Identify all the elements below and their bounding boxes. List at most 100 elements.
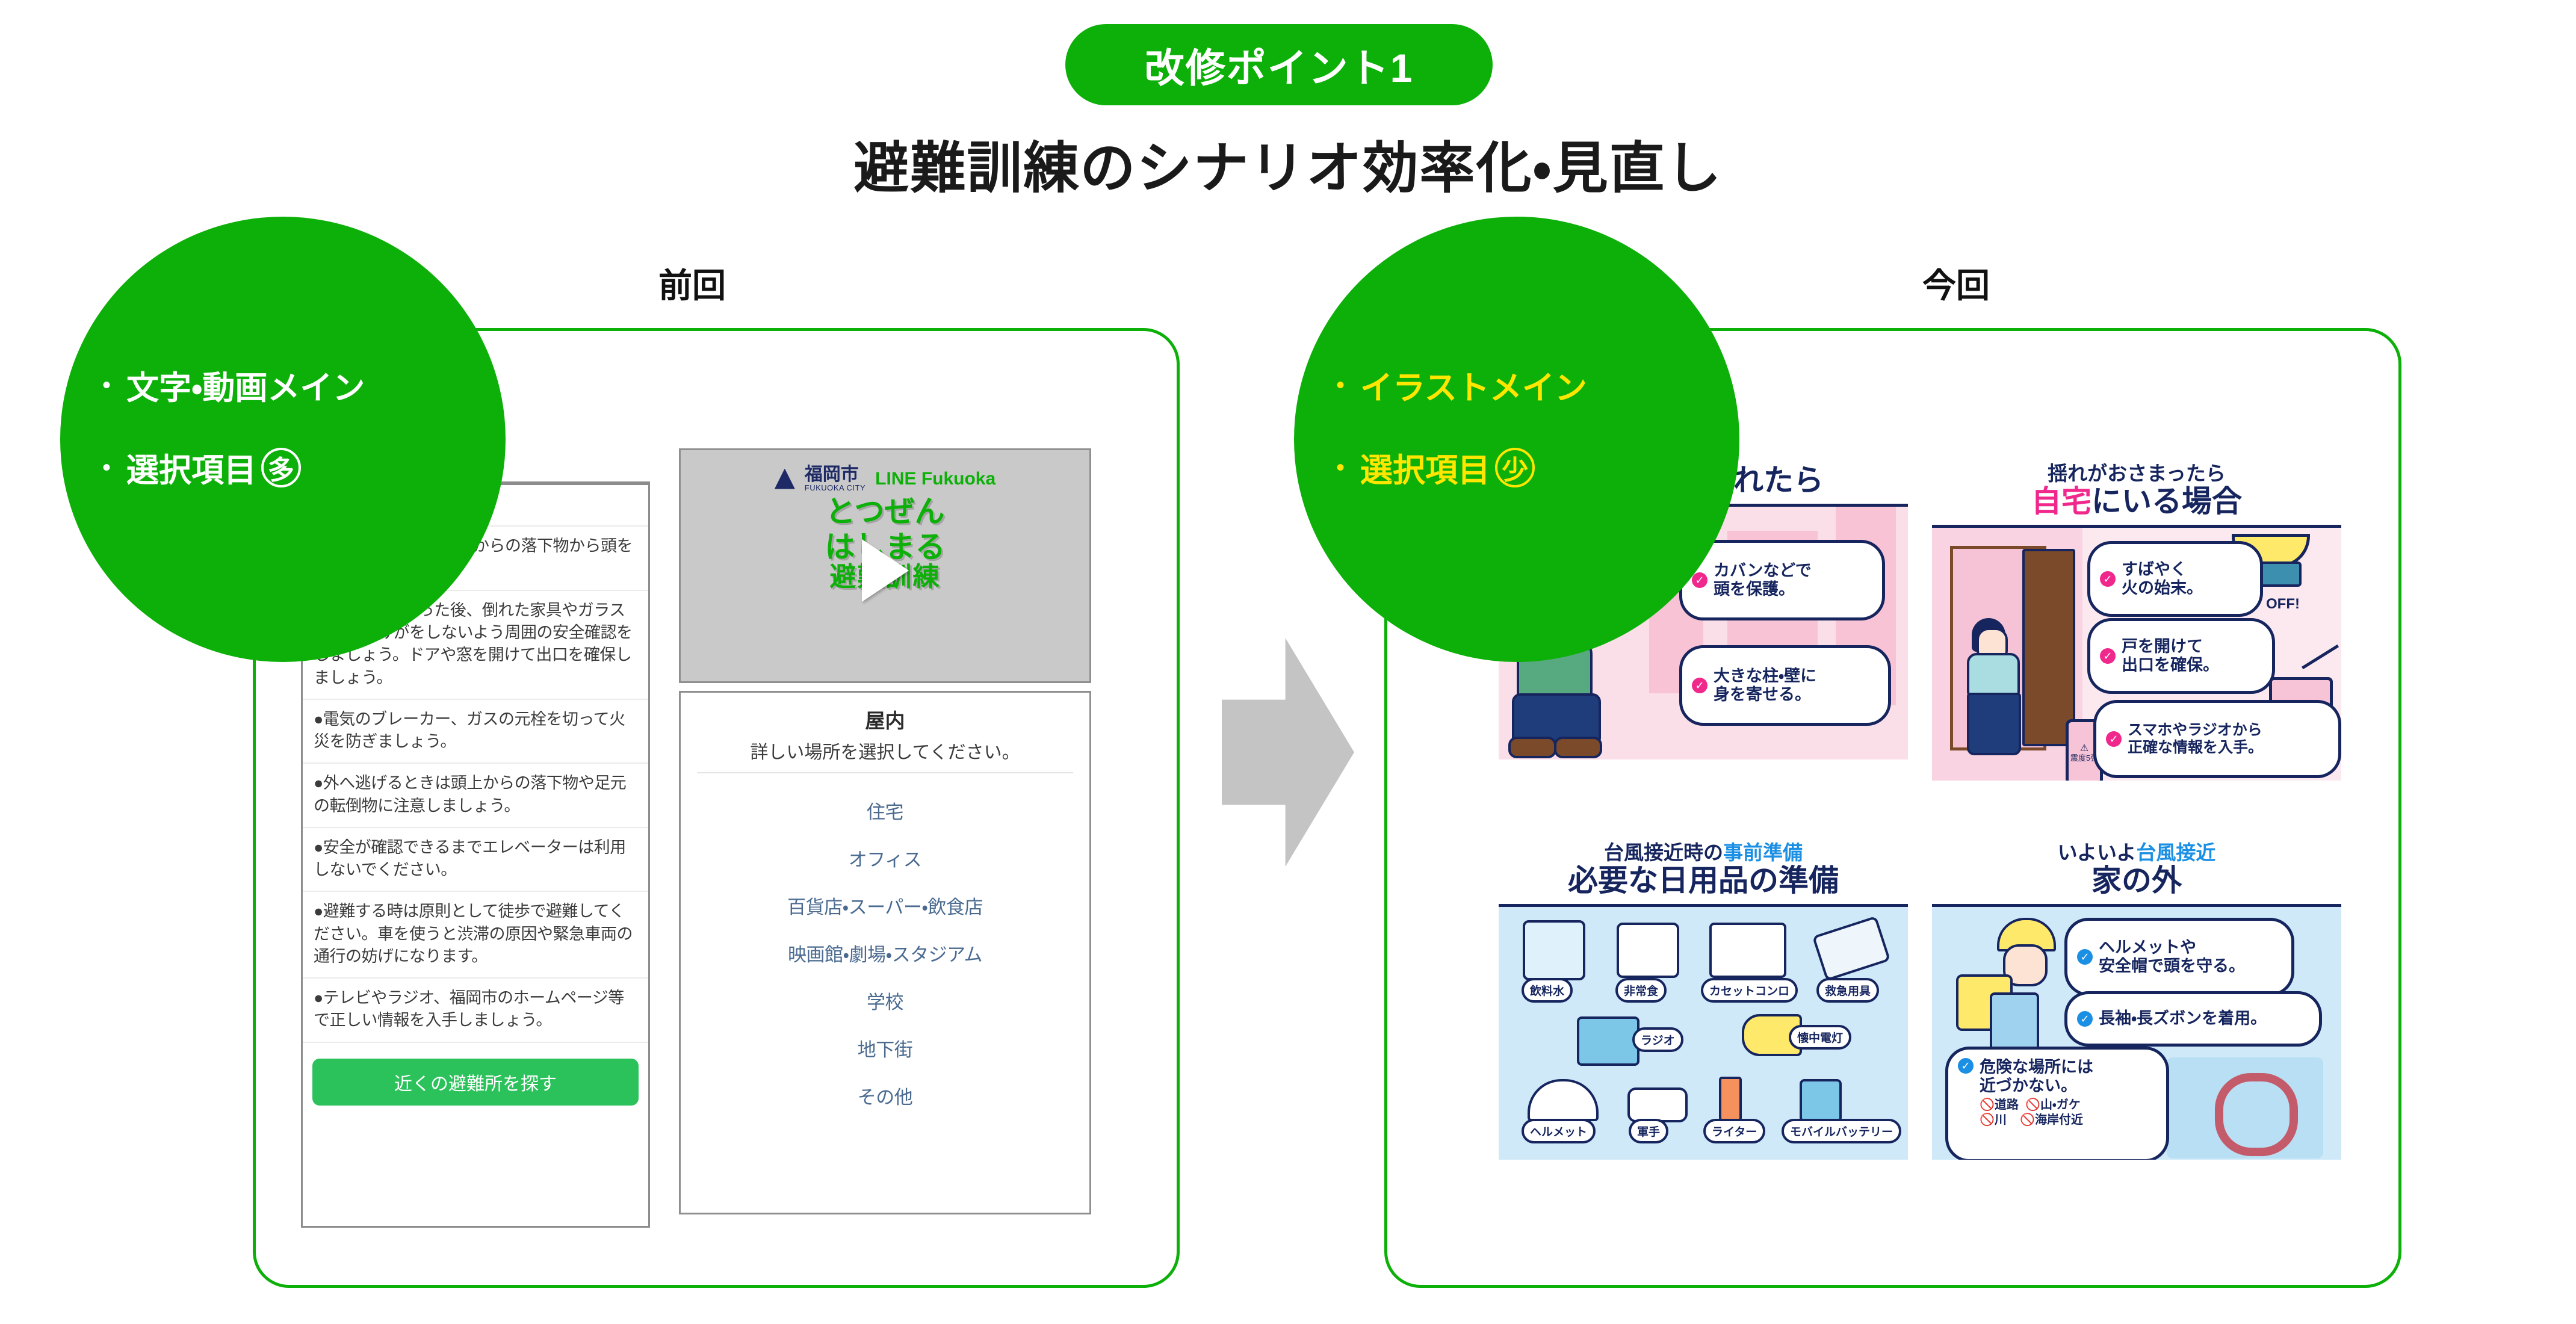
- card4-header-big: 家の外: [2091, 863, 2182, 897]
- prohibition-icon: 🚫: [1980, 1098, 1995, 1112]
- option-item[interactable]: 住宅: [867, 802, 904, 823]
- first-aid-icon: [1812, 915, 1891, 982]
- card-home-after-shaking: 揺れがおさまったら 自宅にいる場合 OFF! ⚠ 震度5強: [1932, 463, 2341, 812]
- text-row: ●電気のブレーカー、ガスの元栓を切って火災を防ぎましょう。: [303, 700, 648, 764]
- card-typhoon-supplies: 台風接近時の事前準備 必要な日用品の準備 飲料水 非常食 カセットコンロ 救急用…: [1499, 841, 1908, 1192]
- card2-header-rest: にいる場合: [2091, 484, 2242, 518]
- play-icon[interactable]: [861, 539, 909, 602]
- radio-antenna: [2301, 644, 2339, 670]
- city-name: 福岡市: [804, 465, 859, 484]
- card4-bubble-1: ✓ ヘルメットや 安全帽で頭を守る。: [2064, 917, 2294, 996]
- card4-bubble-1-text: ヘルメットや 安全帽で頭を守る。: [2099, 938, 2245, 975]
- card2-bubble-1: ✓ すばやく 火の始末。: [2087, 540, 2263, 617]
- person-shoe: [1508, 737, 1556, 758]
- text-row: ●安全が確認できるまでエレベーターは利用しないでください。: [303, 828, 648, 892]
- stove-off-label: OFF!: [2266, 595, 2300, 612]
- option-item[interactable]: 映画館・劇場・スタジアム: [788, 944, 982, 965]
- location-options-card: 屋内 詳しい場所を選択してください。 住宅 オフィス 百貨店・スーパー・飲食店 …: [679, 691, 1091, 1214]
- current-bullet-2: 選択項目少: [1360, 444, 1535, 491]
- supply-label: 非常食: [1615, 977, 1667, 1003]
- check-icon: ✓: [2100, 571, 2116, 587]
- badge-label: 改修ポイント1: [1144, 45, 1414, 90]
- check-icon: ✓: [2077, 1010, 2093, 1027]
- check-icon: ✓: [2106, 731, 2122, 747]
- danger-place: 海岸付近: [2035, 1113, 2084, 1127]
- previous-bullet-2: 選択項目多: [126, 444, 302, 491]
- supply-label: 懐中電灯: [1789, 1024, 1852, 1050]
- work-gloves-icon: [1627, 1087, 1688, 1122]
- card4-bubble-3-text: 危険な場所には 近づかない。: [1980, 1057, 2093, 1095]
- card2-illustration: OFF! ⚠ 震度5強 ✓ すばやく 火の始末。 ✓ 戸を開けて 出口を確保。 …: [1932, 524, 2341, 781]
- card4-illustration: ✓ ヘルメットや 安全帽で頭を守る。 ✓ 長袖・長ズボンを着用。 ✓ 危険な場所…: [1932, 903, 2341, 1160]
- page-title: 避難訓練のシナリオ効率化・見直し: [853, 138, 1723, 199]
- card4-header-small-accent: 台風接近: [2136, 841, 2216, 864]
- check-icon: ✓: [1958, 1057, 1974, 1074]
- quantity-marker: 少: [1495, 447, 1535, 487]
- card4-header-small-plain: いよいよ: [2057, 841, 2137, 864]
- card1-bubble-1-text: カバンなどで 頭を保護。: [1714, 561, 1812, 598]
- option-item[interactable]: オフィス: [848, 849, 922, 870]
- danger-places: 🚫道路 🚫山・ガケ 🚫川 🚫海岸付近: [1980, 1098, 2083, 1128]
- card2-bubble-1-text: すばやく 火の始末。: [2122, 560, 2203, 597]
- check-icon: ✓: [1692, 572, 1708, 588]
- prohibition-icon: [2215, 1072, 2298, 1156]
- supply-label: ヘルメット: [1522, 1118, 1596, 1143]
- current-callout-text: • イラストメイン • 選択項目少: [1336, 361, 1721, 491]
- video-branding: 福岡市 FUKUOKA CITY LINE Fukuoka: [774, 465, 996, 492]
- supply-label: ラジオ: [1632, 1027, 1683, 1052]
- danger-place: 山・ガケ: [2040, 1098, 2081, 1112]
- text-row: ●揺れがおさまった後、倒れた家具やガラスの破片でけがをしないよう周囲の安全確認を…: [303, 591, 648, 700]
- card2-bubble-2-text: 戸を開けて 出口を確保。: [2122, 637, 2219, 674]
- card1-bubble-2: ✓ 大きな柱・壁に 身を寄せる。: [1679, 645, 1891, 726]
- drill-video-thumbnail[interactable]: 福岡市 FUKUOKA CITY LINE Fukuoka とつぜん はしまる …: [679, 448, 1091, 683]
- card2-header: 自宅にいる場合: [1932, 484, 2341, 518]
- line-fukuoka-label: LINE Fukuoka: [875, 468, 996, 489]
- quake-intensity-label: 震度5強: [2070, 753, 2099, 763]
- card4-bubble-3: ✓ 危険な場所には 近づかない。 🚫道路 🚫山・ガケ 🚫川 🚫海岸付近: [1945, 1046, 2169, 1160]
- options-lead: 詳しい場所を選択してください。: [750, 743, 1020, 763]
- card2-header-small: 揺れがおさまったら: [2048, 462, 2226, 484]
- card1-illustration: ✓ カバンなどで 頭を保護。 ✓ 大きな柱・壁に 身を寄せる。: [1499, 504, 1908, 759]
- supply-label: 飲料水: [1522, 977, 1573, 1003]
- person-skirt: [1967, 692, 2021, 755]
- helmet-icon: [1528, 1078, 1599, 1121]
- current-caption: 今回: [1922, 267, 1990, 305]
- text-row: …倒れやすい家具、棚からの落下物から頭を守りましょ: [303, 527, 648, 591]
- previous-bullet-1: 文字・動画メイン: [126, 370, 365, 406]
- text-row: ●避難する時は原則として徒歩で避難してください。車を使うと渋滞の原因や緊急車両の…: [303, 892, 648, 979]
- person-shoe: [1554, 737, 1602, 758]
- find-shelter-button[interactable]: 近くの避難所を探す: [312, 1058, 639, 1106]
- option-item[interactable]: 地下街: [857, 1039, 913, 1060]
- previous-text-screenshot: …身を守りましょう。 …倒れやすい家具、棚からの落下物から頭を守りましょ ●揺れ…: [301, 481, 650, 1228]
- lighter-icon: [1719, 1076, 1742, 1121]
- card3-header-big: 必要な日用品の準備: [1568, 863, 1839, 897]
- previous-caption: 前回: [658, 267, 726, 305]
- card3-header-small-plain: 台風接近時の: [1604, 841, 1723, 864]
- bullet-dot-icon: •: [1336, 454, 1345, 481]
- card3-illustration: 飲料水 非常食 カセットコンロ 救急用具 ラジオ 懐中電灯 ヘルメット 軍手 ラ…: [1499, 903, 1908, 1160]
- emergency-food-icon: [1617, 922, 1679, 978]
- check-icon: ✓: [2077, 948, 2093, 965]
- bullet-dot-icon: •: [102, 454, 111, 481]
- card2-bubble-3: ✓ スマホやラジオから 正確な情報を入手。: [2093, 699, 2341, 778]
- option-item[interactable]: その他: [857, 1087, 913, 1108]
- card4-bubble-2-text: 長袖・長ズボンを着用。: [2099, 1009, 2267, 1028]
- radio-icon: [1577, 1016, 1639, 1066]
- supply-label: 軍手: [1629, 1118, 1669, 1143]
- option-item[interactable]: 学校: [867, 992, 904, 1013]
- text-row: ●テレビやラジオ、福岡市のホームページ等で正しい情報を入手しましょう。: [303, 979, 648, 1043]
- option-item[interactable]: 百貨店・スーパー・飲食店: [787, 897, 983, 918]
- card4-header-small: いよいよ台風接近: [1932, 841, 2341, 864]
- card3-header-small: 台風接近時の事前準備: [1499, 841, 1908, 864]
- fukuoka-city-logo-icon: [774, 468, 795, 489]
- current-bullet-1: イラストメイン: [1360, 370, 1587, 406]
- supply-label: モバイルバッテリー: [1782, 1118, 1902, 1143]
- card3-header-small-accent: 事前準備: [1723, 841, 1803, 864]
- text-row: ●外へ逃げるときは頭上からの落下物や足元の転倒物に注意しましょう。: [303, 764, 648, 828]
- card-street-shaking: 街中等で揺れたら ✓ カバンなどで 頭を保護。 ✓ 大きな柱・壁に 身を寄せる。: [1499, 463, 1908, 812]
- supply-label: カセットコンロ: [1701, 977, 1798, 1003]
- card1-bubble-2-text: 大きな柱・壁に 身を寄せる。: [1714, 666, 1817, 704]
- bullet-dot-icon: •: [102, 371, 111, 398]
- check-icon: ✓: [1692, 678, 1708, 693]
